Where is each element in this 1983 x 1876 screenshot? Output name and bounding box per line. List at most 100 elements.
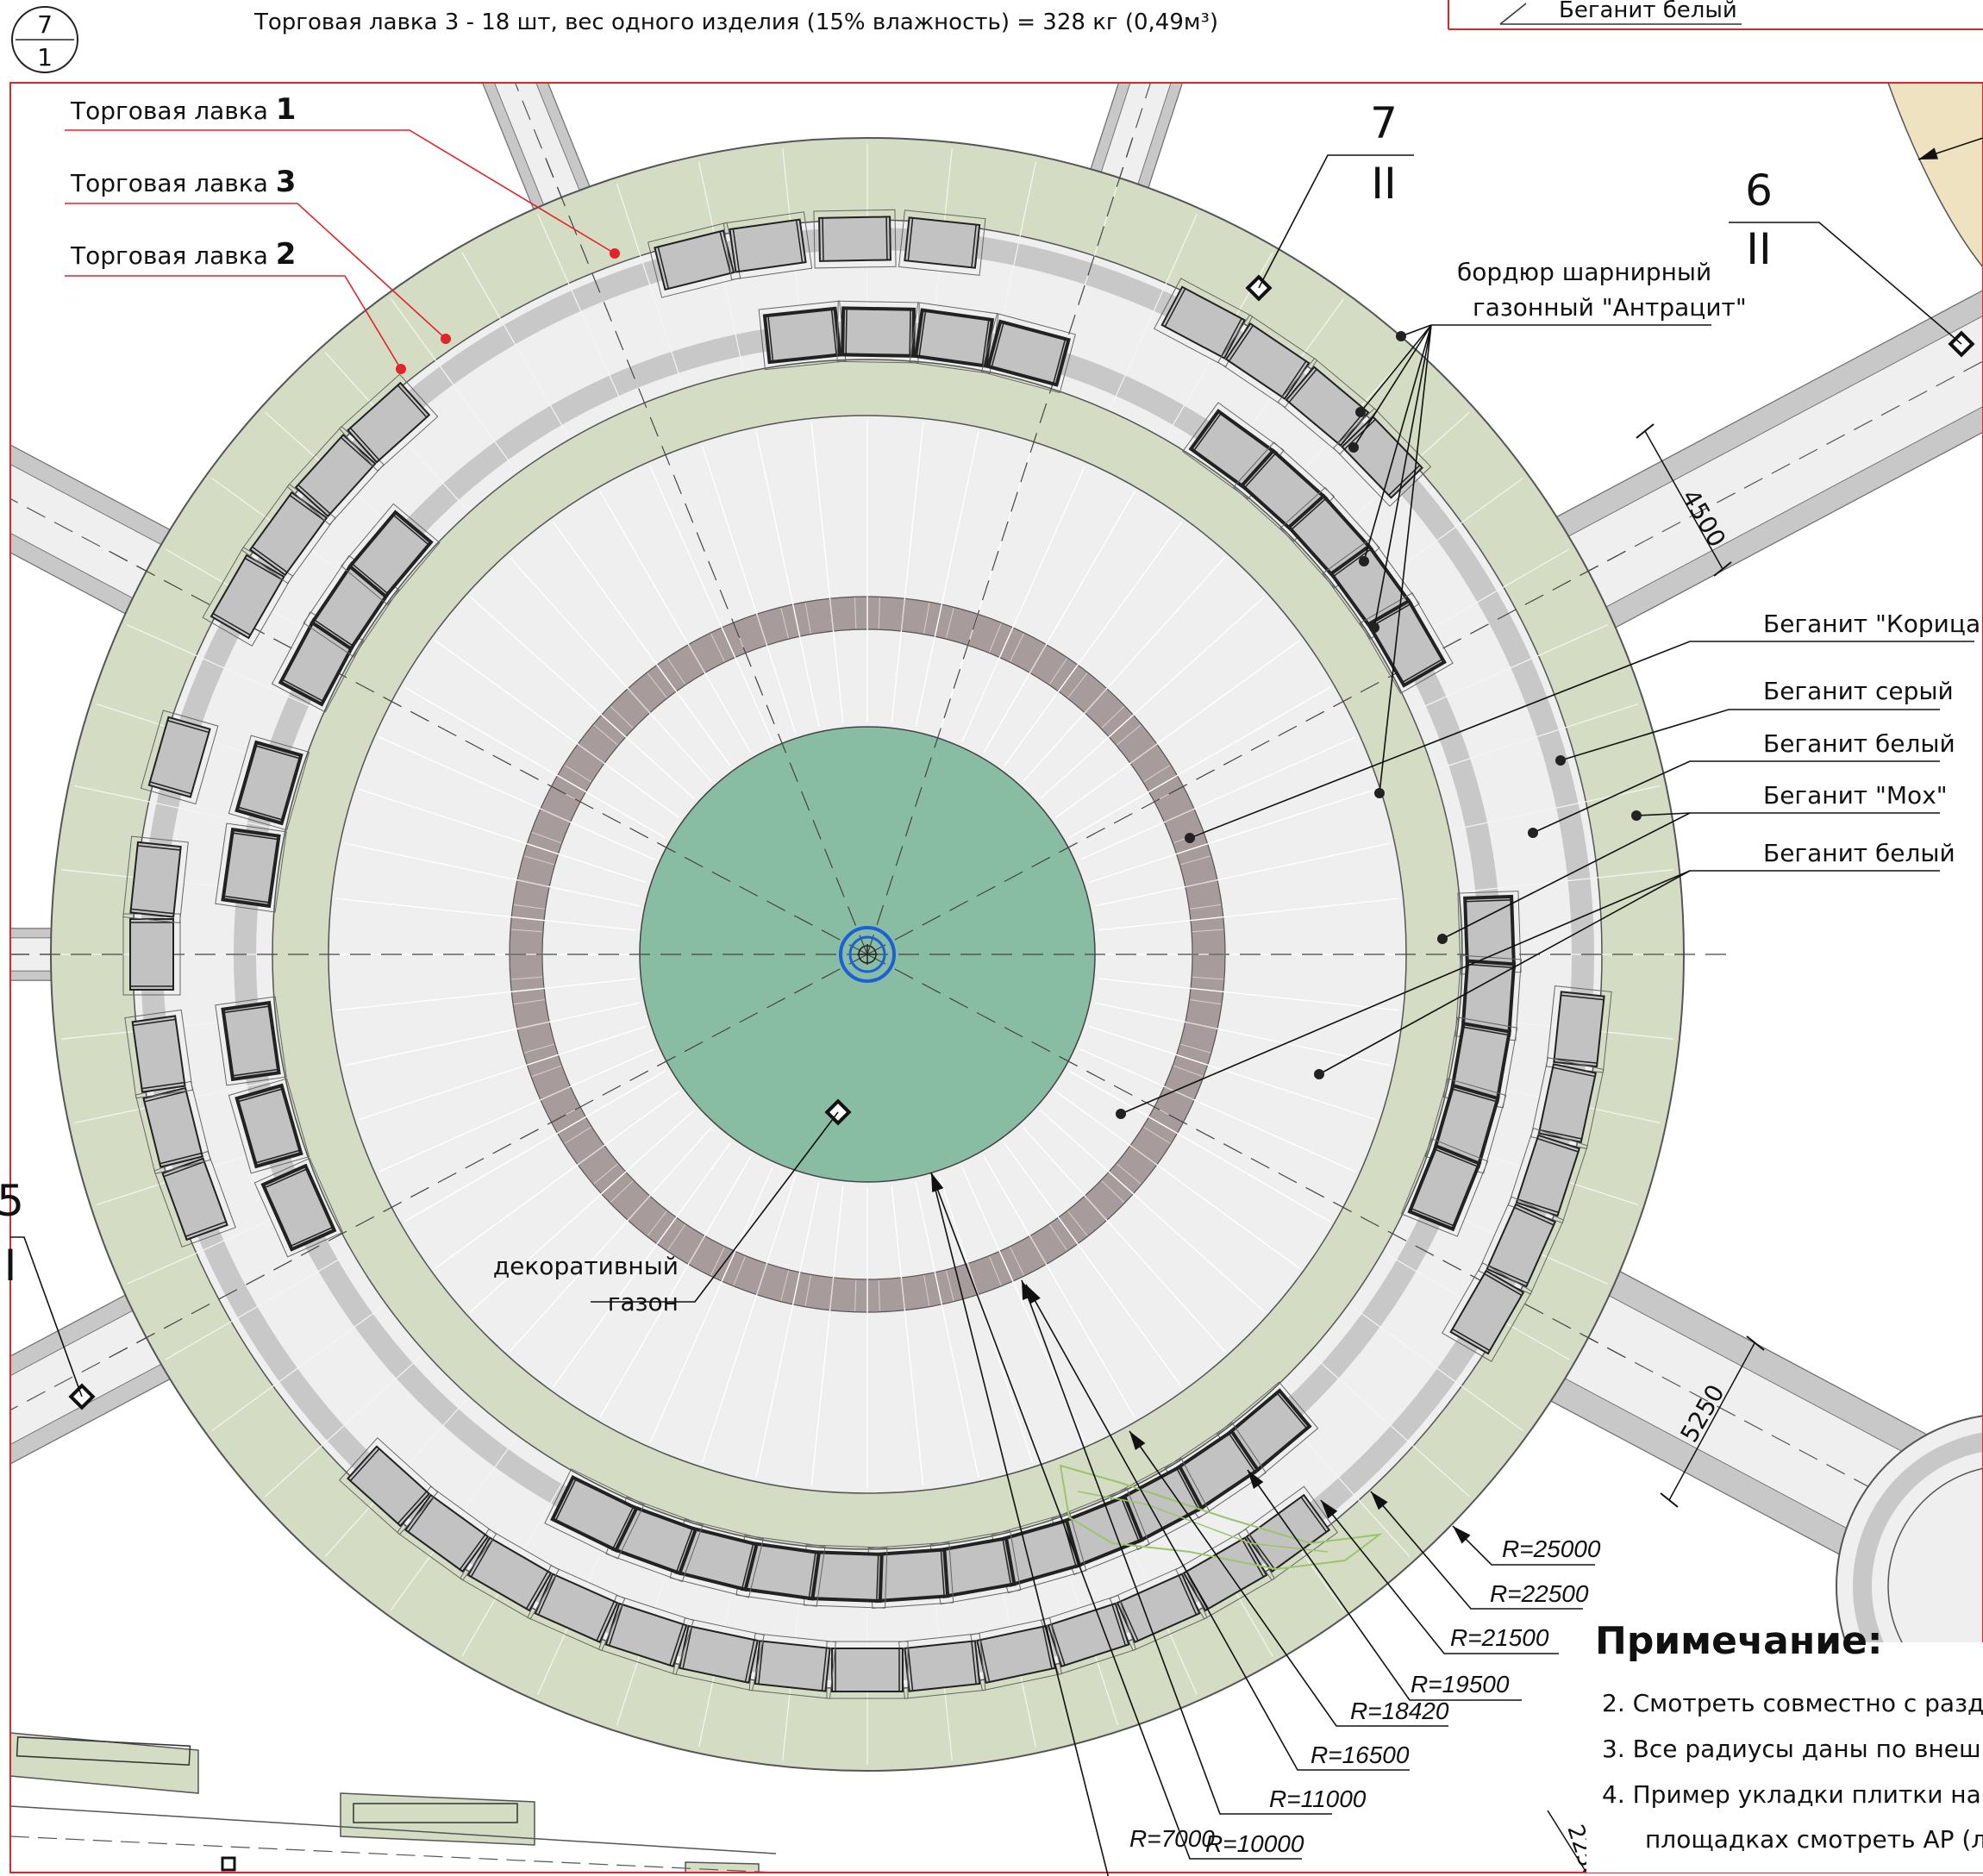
radius-labels: R=25000 R=22500 R=21500 R=19500 R=18420 … [1205, 1535, 1601, 1857]
kiosk-3-number: 3 [276, 165, 297, 199]
kiosk [122, 835, 189, 923]
radius-label: R=21500 [1450, 1624, 1549, 1651]
kiosk [1153, 278, 1254, 368]
kiosk [228, 735, 310, 831]
lawn-label-line2: газон [608, 1288, 679, 1316]
drawing-frame [9, 82, 1983, 1873]
leader-lines [10, 129, 1983, 1876]
kiosk [341, 503, 441, 606]
note-item: 2. Смотреть совместно с разде [1602, 1689, 1983, 1717]
kiosk [338, 373, 439, 472]
kiosk [338, 1437, 439, 1535]
kiosk-3-leader [65, 203, 447, 340]
kiosk [460, 1529, 560, 1620]
notes-block: Примечание: 2. Смотреть совместно с разд… [1586, 1619, 1983, 1873]
kiosk [723, 211, 813, 280]
svg-text:Торговая лавка 2: Торговая лавка 2 [70, 237, 296, 272]
radius-label: R=22500 [1490, 1580, 1589, 1607]
arrowhead [1022, 1280, 1035, 1301]
bottom-left-benches [10, 1732, 777, 1873]
material-white-label-1: Беганит белый [1763, 729, 1955, 758]
kiosk [980, 313, 1076, 394]
kiosk [826, 1641, 909, 1699]
arrowhead [1918, 147, 1939, 159]
kiosk-2-number: 2 [276, 237, 297, 272]
kiosk [544, 1468, 645, 1560]
kiosk [1442, 1262, 1533, 1362]
tan-area [1887, 83, 1983, 269]
section-5-roman: I [4, 1241, 17, 1291]
svg-text:Торговая лавка 1: Торговая лавка 1 [70, 92, 296, 127]
arrowhead [1453, 1526, 1471, 1544]
radius-label: R=16500 [1311, 1742, 1410, 1768]
section-6-roman: II [1746, 224, 1772, 274]
legend-partial-label: Беганит белый [1559, 0, 1737, 23]
note-item: 4. Пример укладки плитки на т [1602, 1780, 1983, 1809]
radius-label-r7000: R=7000 [1129, 1825, 1215, 1852]
planting-outline [1059, 1464, 1383, 1571]
kiosk [1175, 1529, 1275, 1620]
kiosk-1-number: 1 [276, 92, 297, 127]
material-korica-label: Беганит "Корица" [1763, 610, 1983, 638]
section-7-roman: II [1371, 159, 1397, 209]
svg-text:Торговая лавка 3: Торговая лавка 3 [70, 165, 296, 199]
kiosk [253, 1157, 344, 1258]
kiosk [1546, 985, 1612, 1073]
border-label-line2: газонный "Антрацит" [1473, 293, 1747, 322]
kiosk-1-leader [65, 129, 616, 254]
kiosk-2-label: Торговая лавка [70, 241, 268, 270]
radius-label: R=18420 [1350, 1698, 1449, 1724]
kiosk [215, 996, 287, 1086]
kiosk [813, 209, 897, 269]
sheet-index: 7 1 [11, 6, 78, 73]
note-item: площадках смотреть АР (лис [1645, 1825, 1983, 1854]
circular-plaza [10, 134, 1730, 1772]
kiosk-3-label: Торговая лавка [70, 169, 268, 197]
kiosk-1-label: Торговая лавка [70, 97, 268, 125]
kiosk [140, 710, 219, 805]
kiosk [1359, 592, 1454, 694]
kiosk [1109, 1565, 1208, 1652]
section-7-number: 7 [1370, 98, 1398, 148]
kiosk [124, 1009, 193, 1099]
kiosk [1237, 1485, 1338, 1581]
legend-box: Беганит белый [1448, 0, 1983, 30]
kiosk [397, 1485, 497, 1581]
radius-label: R=25000 [1502, 1535, 1601, 1562]
kiosk [1400, 1138, 1489, 1237]
radius-label: R=11000 [1269, 1785, 1367, 1812]
kiosk [1040, 1594, 1137, 1675]
material-moss-label: Беганит "Мох" [1763, 781, 1948, 810]
note-item: 3. Все радиусы даны по внешн [1602, 1735, 1983, 1763]
center-marker [839, 926, 896, 983]
kiosk [898, 209, 986, 276]
kiosk [241, 484, 336, 585]
kiosk [898, 1633, 986, 1699]
lawn-label-line1: декоративный [493, 1252, 679, 1280]
header-caption: Торговая лавка 3 - 18 шт, вес одного изд… [253, 9, 1218, 35]
leader-markers [396, 147, 1939, 1544]
radius-label: R=10000 [1205, 1830, 1304, 1857]
kiosk [1217, 314, 1318, 409]
kiosk [1478, 1196, 1565, 1295]
kiosk [970, 1617, 1062, 1692]
kiosk [1530, 1057, 1605, 1149]
arrowhead [931, 1172, 944, 1193]
kiosk [286, 425, 385, 526]
arrowhead [1248, 1470, 1264, 1490]
kiosk [836, 300, 920, 364]
sheet-index-top: 7 [37, 10, 53, 39]
section-5-number: 5 [0, 1176, 24, 1226]
kiosk-2-leader [65, 275, 402, 370]
material-gray-label: Беганит серый [1763, 677, 1954, 705]
notes-title: Примечание: [1595, 1619, 1883, 1663]
sheet-index-bottom: 1 [37, 43, 53, 72]
radius-label: R=19500 [1411, 1671, 1510, 1698]
arrowhead [1371, 1491, 1388, 1510]
kiosk [228, 1078, 310, 1174]
section-6-number: 6 [1745, 166, 1773, 216]
kiosk [122, 913, 181, 996]
kiosk-group [122, 209, 1612, 1699]
